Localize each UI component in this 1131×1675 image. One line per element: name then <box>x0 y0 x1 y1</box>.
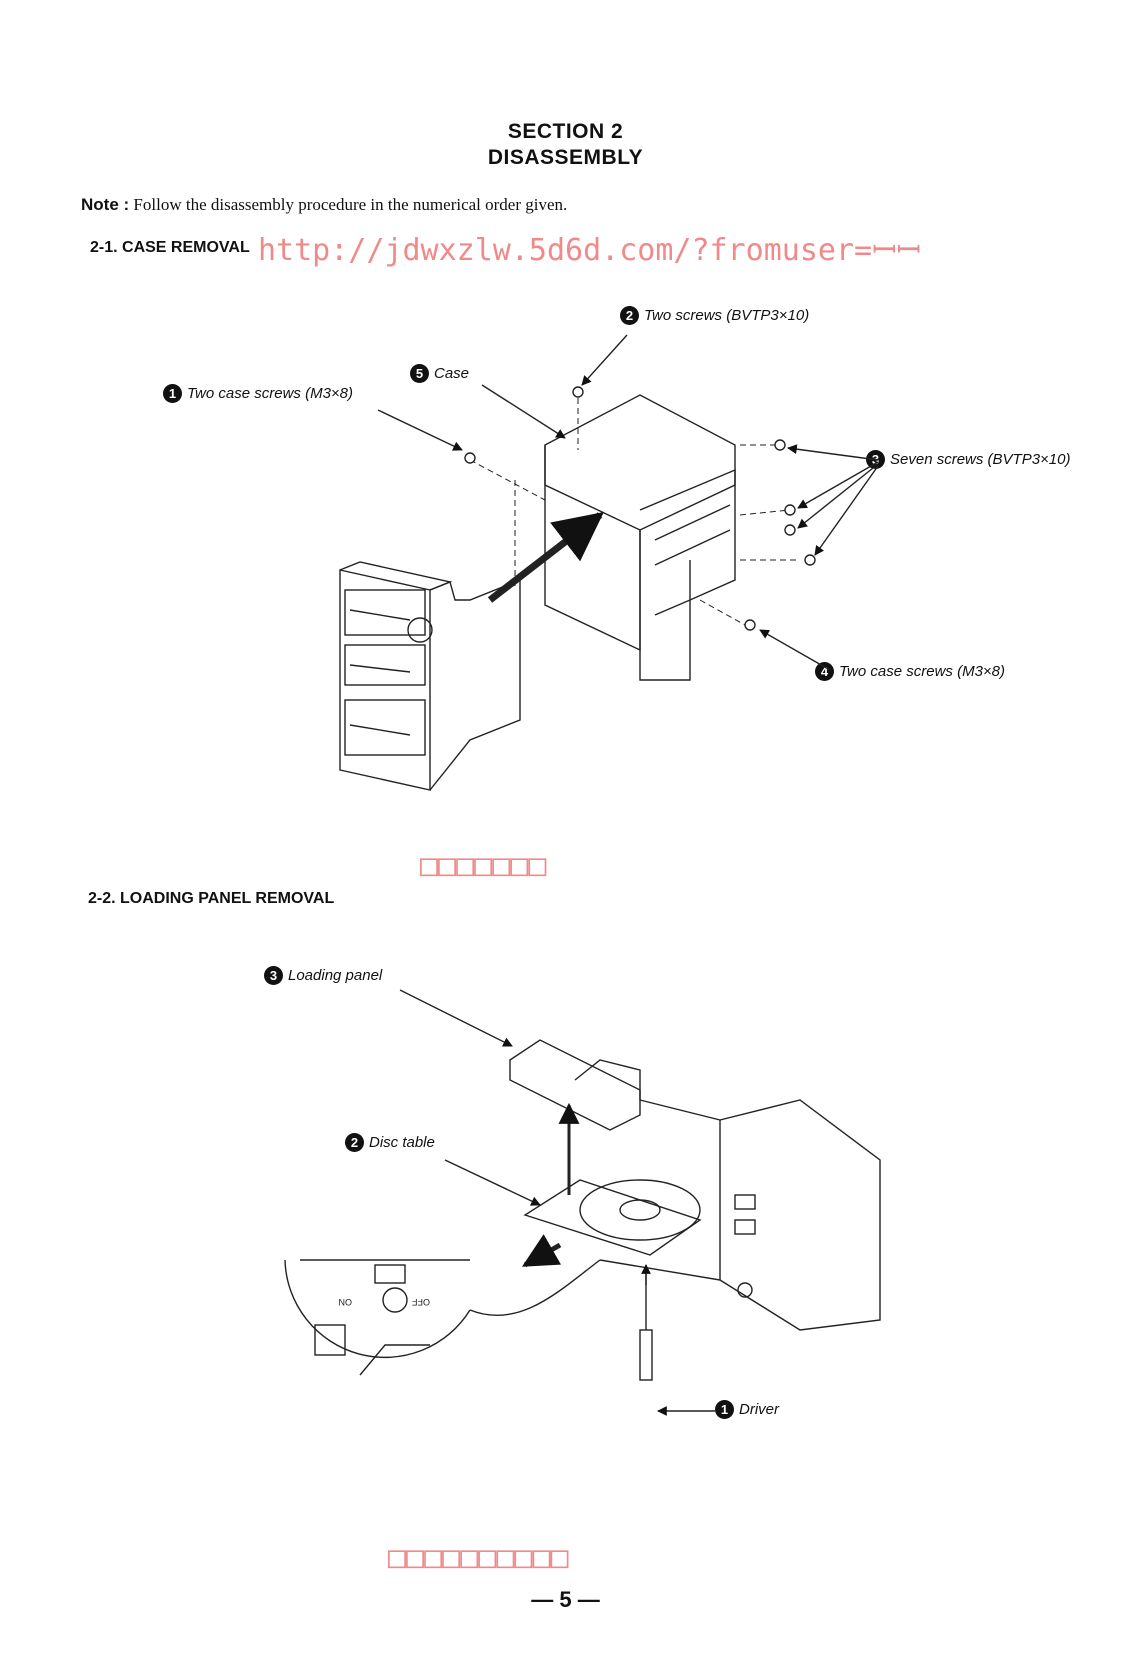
step-number: 1 <box>715 1400 734 1419</box>
callout-disc-table: 2 Disc table <box>345 1133 435 1152</box>
callout-label: Disc table <box>369 1134 435 1151</box>
page-number: — 5 — <box>531 1587 600 1612</box>
callout-loading-panel: 3 Loading panel <box>264 966 382 985</box>
callout-two-case-screws-right: 4 Two case screws (M3×8) <box>815 662 1005 681</box>
step-number: 2 <box>345 1133 364 1152</box>
callout-label: Two screws (BVTP3×10) <box>644 307 810 324</box>
note: Note : Follow the disassembly procedure … <box>81 195 567 215</box>
callout-label: Driver <box>739 1401 779 1418</box>
callout-two-case-screws-left: 1 Two case screws (M3×8) <box>163 384 353 403</box>
callout-driver: 1 Driver <box>715 1400 779 1419</box>
note-label: Note : <box>81 195 130 214</box>
mid-watermark: □□□□□□□ <box>420 848 547 883</box>
cd-player-drawing <box>509 1039 881 1331</box>
step-number: 2 <box>620 306 639 325</box>
callout-case: 5 Case <box>410 364 469 383</box>
callout-two-screws-top: 2 Two screws (BVTP3×10) <box>620 306 809 325</box>
step-number: 1 <box>163 384 182 403</box>
section-number: SECTION 2 <box>507 120 624 143</box>
detail-on-label: ON <box>339 1297 353 1307</box>
loading-panel-heading: 2-2. LOADING PANEL REMOVAL <box>88 890 335 907</box>
note-text: Follow the disassembly procedure in the … <box>133 195 568 214</box>
stereo-unit-drawing <box>339 561 521 791</box>
url-watermark: http://jdwxzlw.5d6d.com/?fromuser=ꟷꟷ <box>258 233 921 268</box>
detail-off-label: OFF <box>412 1297 430 1307</box>
step-number: 4 <box>815 662 834 681</box>
detail-magnifier <box>284 1259 601 1376</box>
callout-label: Two case screws (M3×8) <box>187 385 354 402</box>
bottom-watermark: □□□□□□□□□□ <box>388 1540 569 1575</box>
callout-label: Seven screws (BVTP3×10) <box>890 451 1071 468</box>
section-title: DISASSEMBLY <box>487 146 644 169</box>
screwdriver-drawing <box>639 1264 653 1381</box>
case-removal-heading: 2-1. CASE REMOVAL <box>90 239 250 256</box>
callout-label: Two case screws (M3×8) <box>839 663 1006 680</box>
step-number: 5 <box>410 364 429 383</box>
callout-label: Case <box>434 365 470 382</box>
case-drawing <box>544 394 736 681</box>
callout-label: Loading panel <box>288 967 383 984</box>
step-number: 3 <box>264 966 283 985</box>
